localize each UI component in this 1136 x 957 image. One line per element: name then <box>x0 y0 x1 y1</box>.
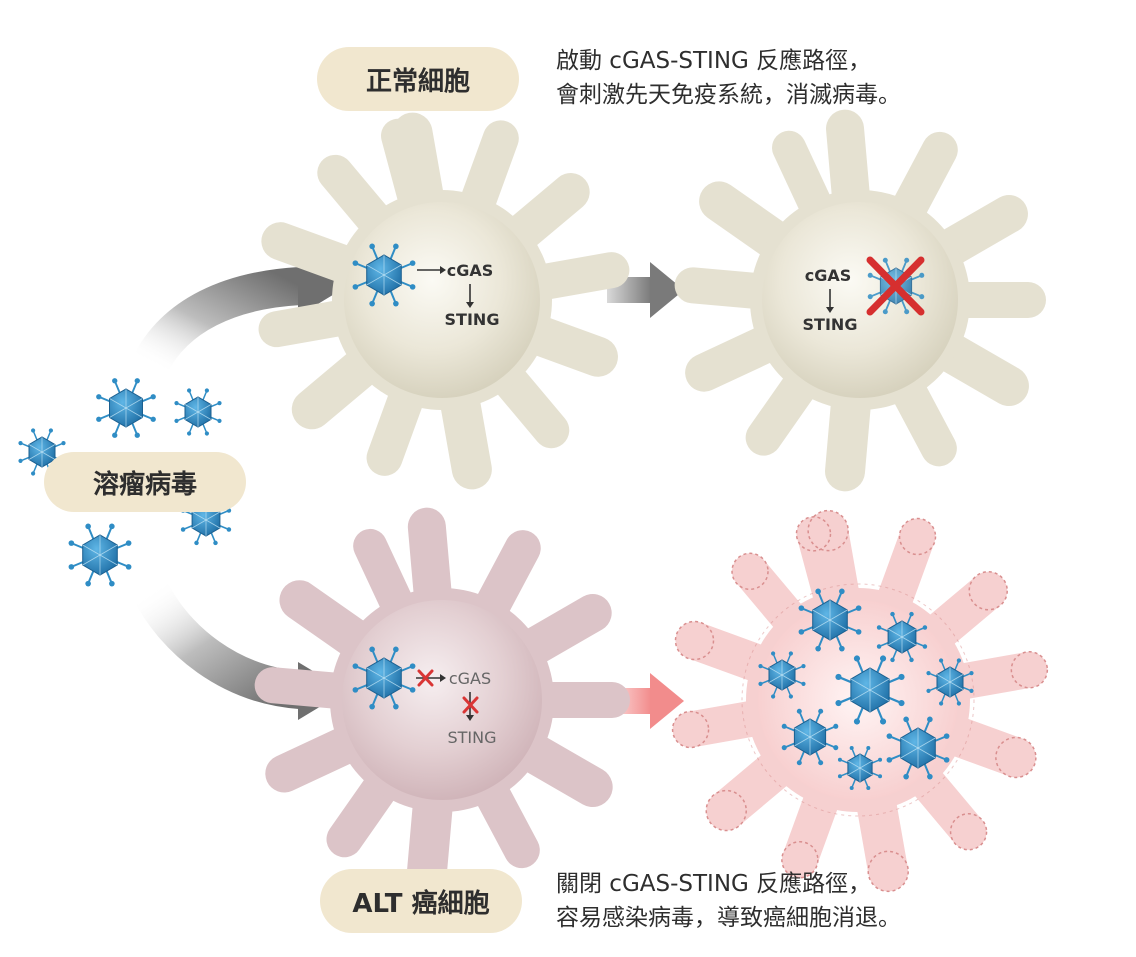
virus-icon <box>876 611 928 663</box>
normal-cell-label: 正常細胞 <box>317 47 519 111</box>
virus-icon <box>352 646 416 710</box>
virus-icon <box>837 745 883 791</box>
virus-icon <box>835 655 905 725</box>
virus-icon <box>68 523 132 587</box>
virus-icon <box>781 708 839 766</box>
pathway-normal-after: cGAS STING <box>803 266 858 334</box>
alt-cancer-cell-label: ALT 癌細胞 <box>320 869 522 933</box>
desc-line: 容易感染病毒，導致癌細胞消退。 <box>556 905 901 931</box>
curved-arrow-to-normal <box>133 258 346 375</box>
normal-cell-description: 啟動 cGAS-STING 反應路徑， 會刺激先天免疫系統，消滅病毒。 <box>556 44 901 112</box>
sting-label: STING <box>445 310 500 329</box>
virus-icon <box>18 428 66 476</box>
sting-label: STING <box>803 315 858 334</box>
block-x-icon <box>462 696 479 714</box>
pathway-cancer: cGAS STING <box>416 669 497 747</box>
virus-icon <box>352 243 416 307</box>
virus-icon <box>96 378 156 438</box>
alt-cancer-cell-description: 關閉 cGAS-STING 反應路徑， 容易感染病毒，導致癌細胞消退。 <box>556 867 901 935</box>
virus-icon <box>926 658 974 706</box>
virus-icon <box>174 388 222 436</box>
desc-line: 會刺激先天免疫系統，消滅病毒。 <box>556 82 901 108</box>
virus-icon <box>886 716 950 780</box>
virus-group <box>18 243 974 791</box>
virus-icon <box>798 588 862 652</box>
desc-line: 啟動 cGAS-STING 反應路徑， <box>556 48 872 74</box>
normal-cell <box>258 112 630 490</box>
cgas-label: cGAS <box>449 669 491 688</box>
virus-label: 溶瘤病毒 <box>44 452 246 512</box>
cgas-label: cGAS <box>447 261 494 280</box>
normal-cell-after <box>674 109 1046 492</box>
virus-destroyed-x-icon <box>866 256 925 316</box>
virus-icon <box>758 651 806 699</box>
sting-label: STING <box>447 728 496 747</box>
cgas-label: cGAS <box>805 266 852 285</box>
cancer-cell <box>254 507 630 894</box>
block-x-icon <box>417 669 434 687</box>
pathway-normal: cGAS STING <box>417 261 499 329</box>
desc-line: 關閉 cGAS-STING 反應路徑， <box>556 871 872 897</box>
